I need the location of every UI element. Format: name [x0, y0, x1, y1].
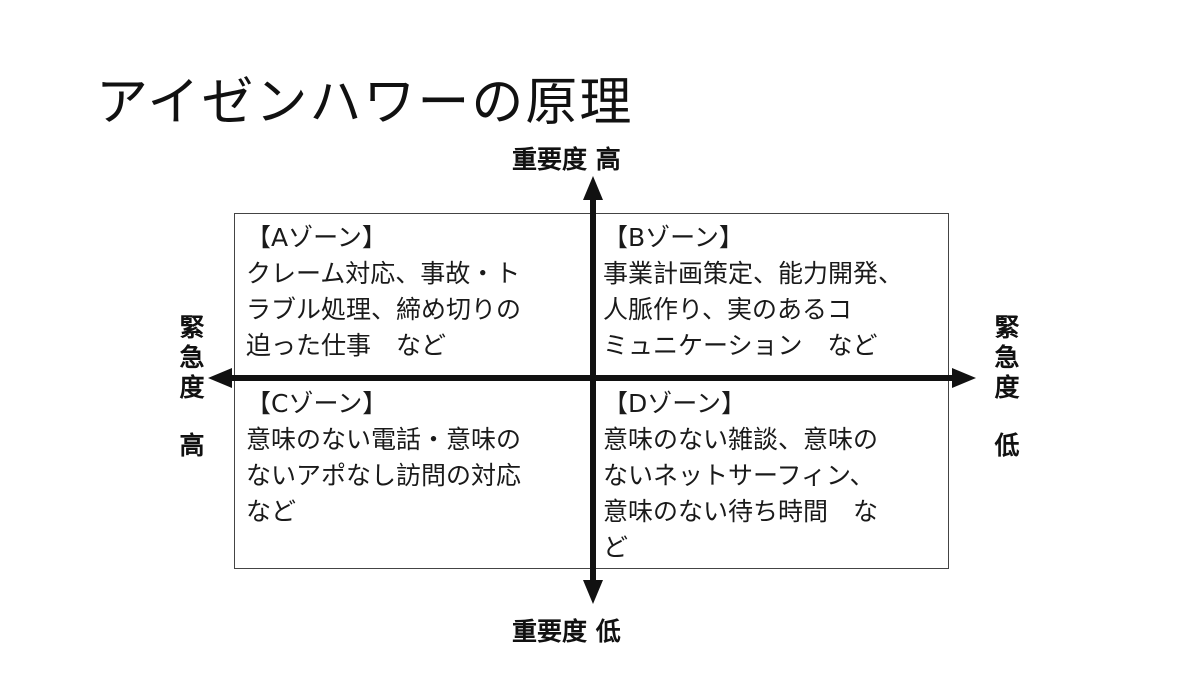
arrow-down-icon: [583, 580, 603, 604]
zone-d: 【Dゾーン】 意味のない雑談、意味の ないネットサーフィン、 意味のない待ち時間…: [603, 386, 878, 566]
axis-label-char: 緊: [994, 313, 1020, 342]
arrow-left-icon: [208, 368, 232, 388]
axis-label-char: 度: [179, 373, 205, 402]
zone-heading: 【Dゾーン】: [603, 389, 747, 418]
zone-c: 【Cゾーン】 意味のない電話・意味の ないアポなし訪問の対応 など: [246, 386, 521, 530]
axis-label-importance-low: 重要度 低: [512, 617, 621, 646]
axis-label-level: 高: [179, 431, 205, 460]
zone-line: 迫った仕事 など: [246, 331, 447, 360]
zone-line: ミュニケーション など: [603, 331, 878, 360]
axis-label-urgency-low: 緊 急 度 低: [992, 313, 1022, 461]
zone-line: ないアポなし訪問の対応: [246, 461, 522, 490]
zone-line: ど: [603, 533, 629, 562]
axis-label-char: 度: [994, 373, 1020, 402]
page-title: アイゼンハワーの原理: [96, 73, 634, 133]
zone-line: 事業計画策定、能力開発、: [603, 259, 904, 288]
axis-label-level: 低: [994, 431, 1020, 460]
axis-label-char: 急: [994, 343, 1020, 372]
axis-label-char: 緊: [179, 313, 205, 342]
arrow-right-icon: [952, 368, 976, 388]
zone-heading: 【Aゾーン】: [246, 223, 387, 252]
zone-line: ないネットサーフィン、: [603, 461, 875, 490]
zone-heading: 【Cゾーン】: [246, 389, 388, 418]
zone-line: 人脈作り、実のあるコ: [603, 295, 853, 324]
zone-a: 【Aゾーン】 クレーム対応、事故・ト ラブル処理、締め切りの 迫った仕事 など: [246, 220, 521, 364]
axis-label-importance-high: 重要度 高: [512, 145, 621, 174]
zone-b: 【Bゾーン】 事業計画策定、能力開発、 人脈作り、実のあるコ ミュニケーション …: [603, 220, 903, 364]
zone-line: など: [246, 497, 297, 526]
zone-line: ラブル処理、締め切りの: [246, 295, 522, 324]
zone-line: 意味のない電話・意味の: [246, 425, 522, 454]
zone-line: クレーム対応、事故・ト: [246, 259, 521, 288]
axis-label-char: 急: [179, 343, 205, 372]
arrow-up-icon: [583, 176, 603, 200]
zone-heading: 【Bゾーン】: [603, 223, 744, 252]
zone-line: 意味のない待ち時間 な: [603, 497, 879, 526]
zone-line: 意味のない雑談、意味の: [603, 425, 879, 454]
axis-label-urgency-high: 緊 急 度 高: [177, 313, 207, 461]
